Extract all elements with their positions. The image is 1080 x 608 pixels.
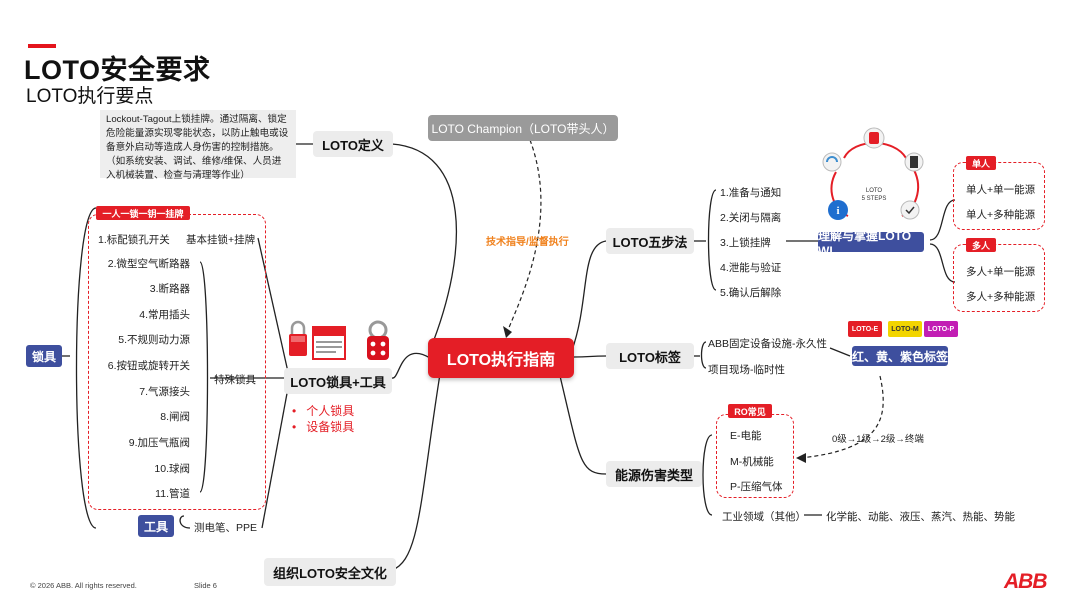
tag-item-1: ABB固定设备设施-永久性 bbox=[708, 338, 828, 350]
lock-item-7: 7.气源接头 bbox=[139, 386, 190, 398]
tag-item-2: 项目现场-临时性 bbox=[708, 364, 785, 376]
step-2: 2.关闭与隔离 bbox=[720, 212, 782, 224]
five-steps-node: LOTO五步法 bbox=[606, 228, 694, 254]
lock-item-4: 4.常用插头 bbox=[139, 309, 190, 321]
step-1: 1.准备与通知 bbox=[720, 187, 782, 199]
copyright: © 2026 ABB. All rights reserved. bbox=[30, 581, 137, 590]
definition-node: LOTO定义 bbox=[313, 131, 393, 157]
five-steps-cycle: i LOTO 5 STEPS bbox=[822, 127, 924, 220]
rule-badge: 一人一锁一钥一挂牌 bbox=[96, 206, 190, 220]
lock-item-9: 9.加压气瓶阀 bbox=[128, 437, 190, 449]
svg-text:LOTO: LOTO bbox=[866, 188, 883, 194]
tag-loto-p: LOTO-P bbox=[924, 321, 958, 337]
wi-node: 理解与掌握LOTO WI bbox=[818, 229, 924, 258]
lock-item-2: 2.微型空气断路器 bbox=[107, 258, 190, 270]
lock-item-6: 6.按钮或旋转开关 bbox=[107, 360, 190, 372]
lock-item-1: 1.标配锁孔开关 bbox=[98, 234, 170, 246]
basic-lock-label: 基本挂锁+挂牌 bbox=[186, 234, 256, 246]
multi-badge: 多人 bbox=[966, 238, 996, 252]
definition-text: Lockout-Tagout上锁挂牌。通过隔离、锁定危险能量源实现零能状态，以防… bbox=[100, 110, 296, 181]
lockout-tag-icon bbox=[312, 326, 346, 360]
lock-badge: 锁具 bbox=[26, 345, 62, 367]
energy-item-p: P-压缩气体 bbox=[730, 481, 783, 493]
slide-number: Slide 6 bbox=[194, 581, 217, 590]
champion-note: 技术指导/监督执行 bbox=[486, 237, 569, 248]
single-item-2: 单人+多种能源 bbox=[966, 209, 1036, 221]
lock-item-8: 8.闸阀 bbox=[160, 411, 190, 423]
color-tag-node: 红、黄、紫色标签 bbox=[852, 346, 948, 366]
lock-item-10: 10.球阀 bbox=[154, 463, 190, 475]
hasp-icon bbox=[367, 320, 389, 360]
lock-kind-personal: • 个人锁具 bbox=[292, 404, 355, 418]
multi-item-2: 多人+多种能源 bbox=[966, 291, 1036, 303]
center-node: LOTO执行指南 bbox=[428, 338, 574, 378]
energy-item-m: M-机械能 bbox=[730, 456, 774, 468]
single-badge: 单人 bbox=[966, 156, 996, 170]
multi-group-frame bbox=[953, 244, 1045, 312]
energy-item-e: E-电能 bbox=[730, 430, 762, 442]
single-group-frame bbox=[953, 162, 1045, 230]
culture-node: 组织LOTO安全文化 bbox=[264, 558, 396, 586]
padlock-icon bbox=[289, 320, 307, 356]
lock-item-3: 3.断路器 bbox=[149, 283, 190, 295]
energy-levels: 0级→1级→2级→终端 bbox=[832, 434, 924, 445]
tool-item: 测电笔、PPE bbox=[194, 522, 258, 534]
lock-item-5: 5.不规则动力源 bbox=[118, 334, 190, 346]
lock-tools-image bbox=[289, 320, 389, 360]
single-item-1: 单人+单一能源 bbox=[966, 184, 1036, 196]
energy-other: 工业领域（其他） bbox=[722, 511, 806, 523]
tool-badge: 工具 bbox=[138, 515, 174, 537]
tag-loto-m: LOTO-M bbox=[888, 321, 922, 337]
step-4: 4.泄能与验证 bbox=[720, 262, 782, 274]
tags-node: LOTO标签 bbox=[606, 343, 694, 369]
page-subtitle: LOTO执行要点 bbox=[26, 86, 154, 107]
svg-text:5 STEPS: 5 STEPS bbox=[862, 196, 887, 202]
page-title: LOTO安全要求 bbox=[24, 55, 211, 85]
energy-other-list: 化学能、动能、液压、蒸汽、热能、势能 bbox=[826, 511, 1015, 523]
multi-item-1: 多人+单一能源 bbox=[966, 266, 1036, 278]
ro-badge: RO常见 bbox=[728, 404, 772, 418]
energy-node: 能源伤害类型 bbox=[606, 461, 702, 487]
step-5: 5.确认后解除 bbox=[720, 287, 782, 299]
champion-node: LOTO Champion（LOTO带头人） bbox=[428, 115, 618, 141]
locks-node: LOTO锁具+工具 bbox=[284, 368, 392, 394]
lock-kind-equipment-label: 设备锁具 bbox=[306, 420, 355, 434]
title-accent-bar bbox=[28, 44, 56, 48]
lock-kind-personal-label: 个人锁具 bbox=[306, 404, 355, 418]
svg-text:i: i bbox=[836, 205, 839, 217]
tag-loto-e: LOTO-E bbox=[848, 321, 882, 337]
lock-item-11: 11.管道 bbox=[155, 488, 190, 500]
abb-logo: ABB bbox=[1004, 570, 1047, 593]
lock-kind-equipment: • 设备锁具 bbox=[292, 420, 355, 434]
step-3: 3.上锁挂牌 bbox=[720, 237, 771, 249]
special-lock-label: 特殊锁具 bbox=[214, 374, 256, 386]
